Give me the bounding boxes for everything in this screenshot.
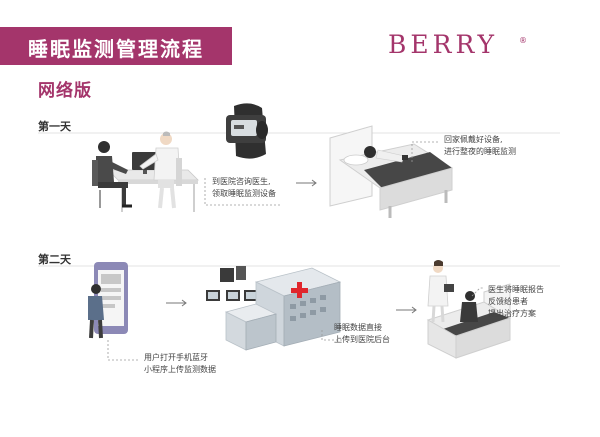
title-banner: 睡眠监测管理流程 [0,27,232,65]
step-caption-5: 医生将睡眠报告 反馈给患者 提出治疗方案 [488,285,544,318]
step-caption-1: 到医院咨询医生, 领取睡眠监测设备 [212,177,276,198]
brand-registered-mark: ® [519,36,527,45]
step-caption-4: 睡眠数据直接 上传到医院后台 [334,323,390,344]
phone-scene [88,262,128,339]
medical-cross-icon [291,282,308,298]
hospital-scene [206,266,342,351]
brand-logo: BERRY [388,30,499,59]
arrow-icon [166,299,187,307]
day-one-label: 第一天 [38,120,71,133]
consultation-scene [92,131,199,212]
arrow-icon [296,179,317,187]
step-caption-3: 用户打开手机蓝牙 小程序上传监测数据 [144,353,216,374]
step-caption-2: 回家佩戴好设备, 进行整夜的睡眠监测 [444,135,516,156]
arrow-icon [396,306,417,314]
day-two-label: 第二天 [38,253,71,266]
edition-subtitle: 网络版 [38,81,92,101]
home-bed-scene [329,125,454,218]
sleep-monitor-device [226,103,268,159]
doctor-report-scene [426,260,512,359]
page-title: 睡眠监测管理流程 [28,37,204,61]
